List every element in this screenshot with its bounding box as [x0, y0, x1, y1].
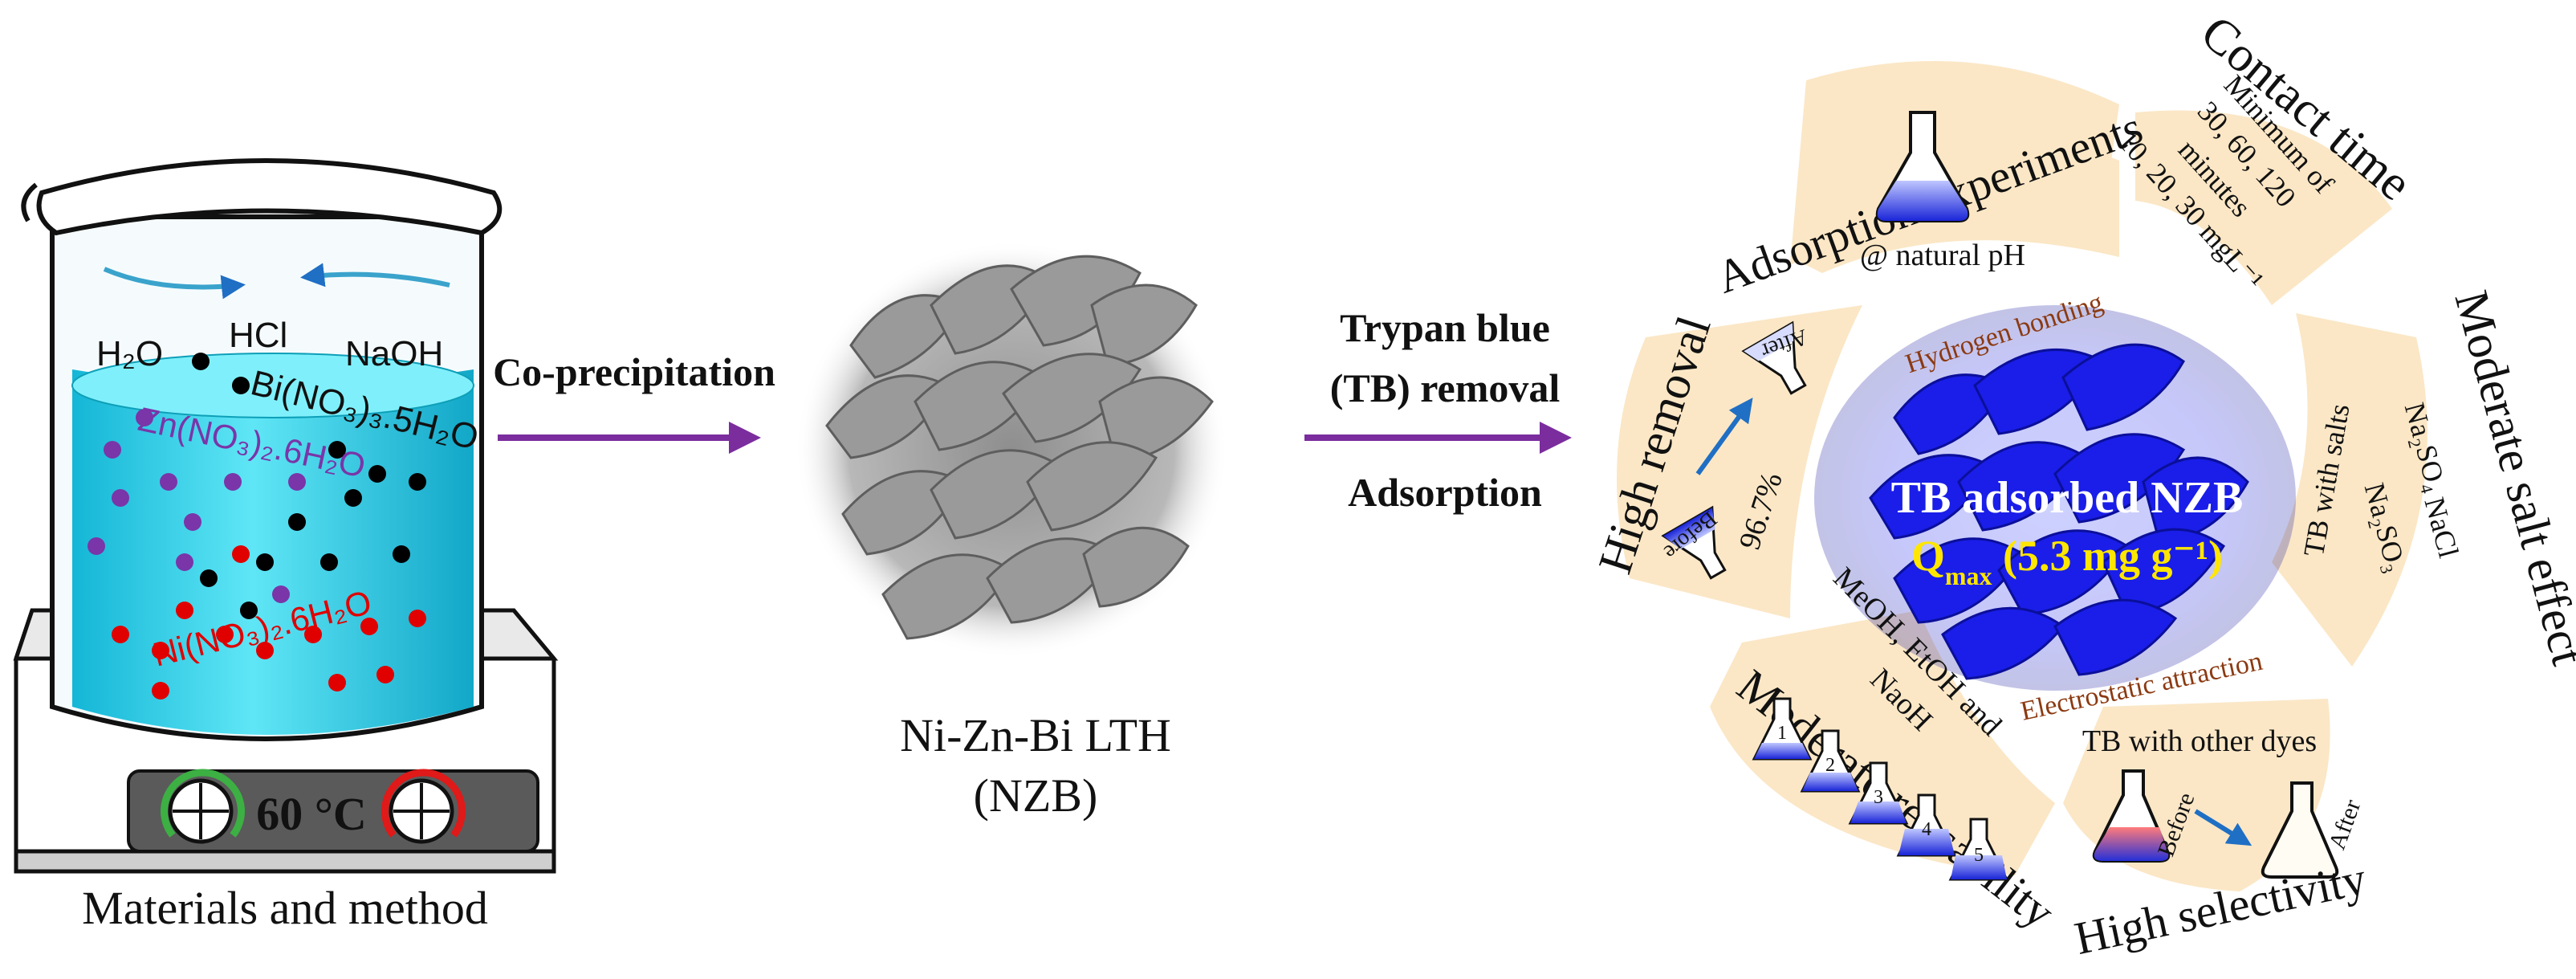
flask-icon	[1875, 111, 1970, 222]
nzb-flakes	[795, 241, 1228, 659]
temperature-readout: 60 °C	[256, 788, 367, 840]
svg-text:1: 1	[1777, 723, 1787, 744]
cycle-flask-2-icon: 2	[1800, 729, 1861, 793]
nzb-name-line1: Ni-Zn-Bi LTH	[900, 709, 1171, 761]
center-title: TB adsorbed NZB	[1891, 473, 2244, 523]
svg-text:4: 4	[1922, 819, 1931, 840]
cycle-flask-3-icon: 3	[1848, 761, 1909, 825]
reagent-naoh: NaOH	[345, 334, 443, 373]
reagent-h2o: H₂O	[96, 334, 163, 373]
petal-salt	[2272, 313, 2427, 667]
reagent-hcl: HCl	[229, 316, 287, 355]
svg-text:3: 3	[1874, 787, 1883, 808]
selectivity-after: After	[2324, 796, 2366, 853]
step-coprecipitation-label: Co-precipitation	[493, 349, 775, 394]
flask-after-icon	[1741, 320, 1807, 395]
petal-contact	[2135, 110, 2392, 305]
step-tb-line3: Adsorption	[1348, 470, 1542, 515]
beaker-liquid	[72, 369, 474, 735]
ion-dots	[87, 353, 426, 700]
nzb-name-line2: (NZB)	[974, 769, 1098, 822]
cycle-flask-4-icon: 4	[1896, 793, 1957, 857]
removal-arrow	[1695, 398, 1753, 475]
step-tb-line2: (TB) removal	[1330, 365, 1561, 410]
salt-nacl: NaCl	[2418, 494, 2464, 561]
flask-after-icon	[2261, 781, 2339, 879]
reuse-cycle-flasks: 1 2 3 4 5	[1752, 697, 2009, 881]
petal-adsorption-note: @ natural pH	[1860, 239, 2025, 272]
qmax-value: Qmax (5.3 mg g⁻¹)	[1911, 532, 2223, 590]
petal-selectivity-note: TB with other dyes	[2082, 724, 2317, 758]
svg-text:5: 5	[1974, 845, 1984, 866]
svg-text:2: 2	[1825, 755, 1835, 776]
beaker-rim	[36, 158, 503, 236]
flask-before-icon	[1661, 505, 1727, 580]
selectivity-arrow	[2194, 809, 2252, 846]
beaker: H₂O HCl NaOH Bi(NO₃)₃.5H₂O Zn(NO₃)₂.6H₂O…	[21, 158, 503, 741]
petal-reusability	[1710, 610, 2055, 875]
cycle-flask-5-icon: 5	[1948, 818, 2009, 881]
cycle-flask-1-icon: 1	[1752, 697, 1813, 761]
stir-knob-icon[interactable]	[161, 769, 245, 844]
step-tb-line1: Trypan blue	[1340, 305, 1550, 350]
method-caption: Materials and method	[82, 882, 488, 934]
heat-knob-icon[interactable]	[381, 769, 466, 844]
tb-nzb-core	[1814, 305, 2296, 691]
flask-before-icon	[2092, 769, 2171, 863]
petal-salt-title: Moderate salt effect	[2445, 285, 2576, 671]
